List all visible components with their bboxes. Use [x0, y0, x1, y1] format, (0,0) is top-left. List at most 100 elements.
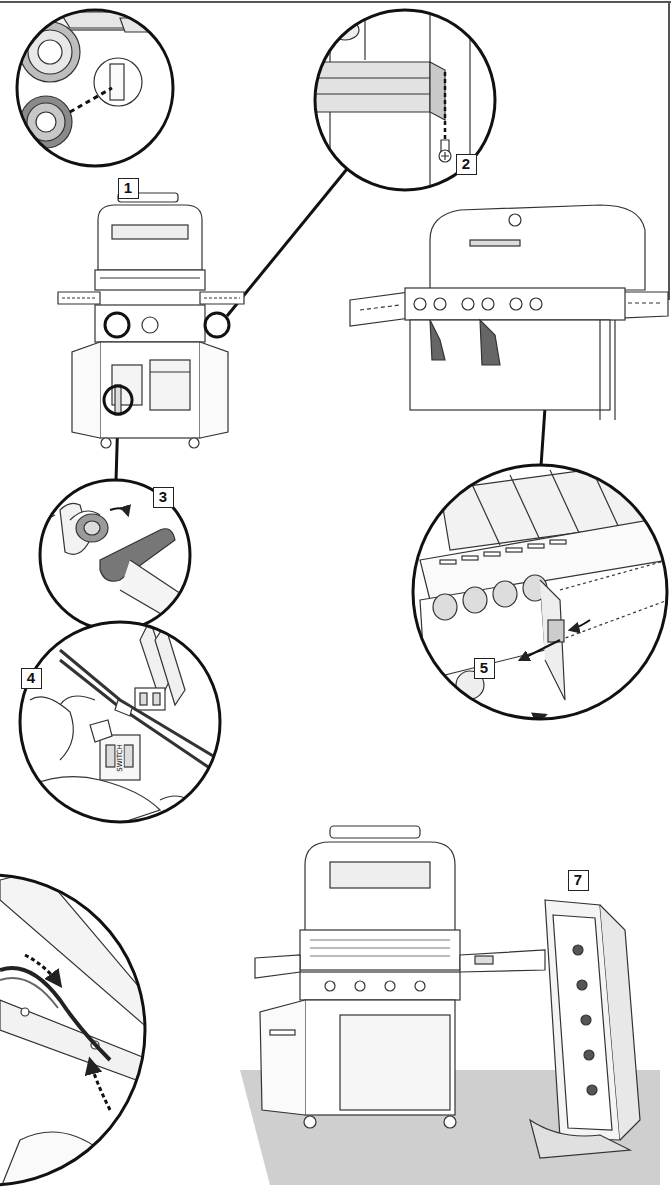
grill-with-panel [600, 905, 640, 1140]
grill-overview [414, 298, 426, 310]
grill-overview [360, 305, 400, 310]
detail-circle-routing [0, 968, 110, 1060]
detail-circle-knob [36, 112, 56, 132]
grill-with-panel [300, 972, 460, 1000]
grill-overview [98, 205, 202, 270]
detail-circle-routing [0, 870, 150, 1190]
grill-with-panel [330, 826, 420, 838]
detail-circle-wiring [90, 720, 112, 742]
detail-circle-panel [433, 594, 457, 620]
grill-overview [350, 205, 668, 420]
grill-overview [462, 298, 474, 310]
grill-overview [614, 320, 615, 420]
detail-circle-wiring [20, 777, 160, 850]
grill-overview [58, 193, 244, 448]
detail-circle-igniter [40, 480, 190, 630]
grill-with-panel [573, 945, 583, 955]
grill-overview [189, 438, 199, 448]
detail-circle-wiring [115, 700, 132, 716]
page-frame [0, 2, 671, 300]
detail-circle-igniter [40, 480, 190, 630]
detail-circle-wiring [106, 745, 115, 767]
grill-overview [620, 292, 668, 318]
detail-circle-wiring [135, 688, 165, 710]
grill-overview [510, 298, 522, 310]
detail-circle-igniter [40, 480, 191, 630]
detail-circle-panel [550, 540, 566, 544]
detail-circle-panel [590, 465, 620, 530]
detail-circle-screw [430, 62, 445, 120]
detail-circle-panel [510, 475, 540, 540]
detail-circle-routing [0, 870, 150, 1190]
grill-overview [599, 320, 600, 420]
grill-with-panel [584, 1050, 594, 1060]
detail-circle-knob [20, 96, 72, 148]
page-frame [668, 2, 670, 300]
detail-circle-panel [560, 560, 668, 590]
callout-number: 1 [118, 178, 139, 199]
grill-overview [58, 292, 100, 304]
detail-circle-panel [550, 470, 580, 535]
grill-with-panel [310, 955, 450, 956]
callout-ring [104, 386, 132, 414]
detail-circle-routing [0, 870, 150, 1030]
grill-with-panel [355, 981, 365, 991]
grill-overview [95, 270, 205, 290]
grill-with-panel [444, 1116, 456, 1128]
callout-number: 7 [568, 870, 589, 891]
detail-circle-screw [331, 20, 359, 40]
detail-circle-knob [120, 18, 180, 32]
grill-with-panel [270, 1030, 295, 1035]
detail-circle-wiring [30, 697, 73, 760]
grill-overview [480, 320, 500, 365]
grill-with-panel [385, 981, 395, 991]
grill-with-panel [340, 1015, 450, 1110]
grill-overview [101, 438, 111, 448]
detail-circle-panel [520, 640, 560, 660]
callout-number: 2 [456, 154, 477, 175]
callout-ring [205, 313, 229, 337]
grill-overview [530, 298, 542, 310]
detail-circle-wiring [20, 620, 220, 850]
grill-overview [405, 288, 625, 320]
detail-circle-panel [493, 581, 517, 607]
detail-circle-panel [548, 620, 564, 642]
grill-overview [95, 305, 205, 342]
grill-overview [204, 297, 240, 298]
detail-circle-panel [560, 600, 668, 640]
grill-with-panel [240, 826, 660, 1185]
detail-circle-knob [17, 10, 173, 166]
grill-with-panel [415, 981, 425, 991]
detail-circle-screw [315, 77, 430, 78]
detail-circle-routing [21, 1008, 29, 1016]
grill-overview [200, 292, 244, 304]
detail-circle-panel [570, 620, 590, 630]
grill-overview [150, 360, 190, 410]
grill-with-panel [310, 947, 450, 948]
detail-circle-igniter [84, 521, 100, 535]
detail-circle-panel [462, 556, 478, 560]
detail-circle-knob [70, 88, 112, 112]
detail-circle-panel [528, 544, 544, 548]
grill-overview [112, 225, 188, 239]
detail-circle-panel [506, 548, 522, 552]
callout-number: 5 [474, 658, 495, 679]
grill-overview [72, 342, 100, 438]
grill-overview [150, 371, 190, 372]
detail-circle-igniter [40, 480, 60, 520]
grill-overview [115, 385, 121, 415]
detail-circle-panel [413, 465, 667, 719]
detail-circle-routing [0, 1000, 150, 1085]
detail-circle-panel [540, 580, 565, 700]
grill-overview [470, 240, 520, 246]
detail-circle-knob [20, 0, 180, 30]
callout-ring [105, 313, 129, 337]
detail-circle-screw [315, 62, 430, 112]
grill-with-panel [325, 981, 335, 991]
grill-with-panel [530, 1120, 630, 1158]
grill-with-panel [304, 1116, 316, 1128]
detail-circle-routing [0, 978, 58, 1008]
detail-circle-knob [110, 64, 124, 100]
